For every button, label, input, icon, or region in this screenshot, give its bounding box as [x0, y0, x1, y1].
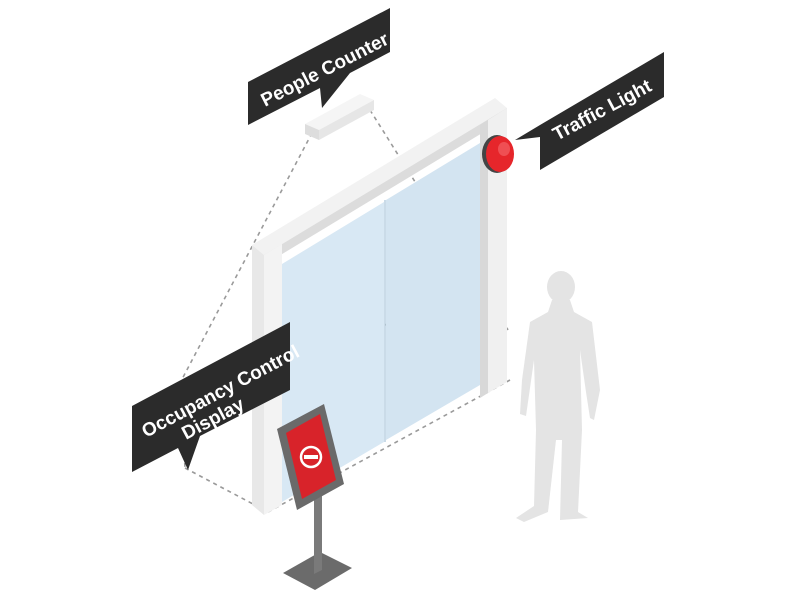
frame-top-underside	[264, 108, 507, 265]
callout-occupancy-display-bg	[132, 322, 290, 472]
callout-traffic-light: Traffic Light	[515, 52, 664, 170]
frame-right-post	[488, 108, 507, 393]
detection-line-floor-right	[267, 379, 511, 513]
frame-top-face	[252, 98, 507, 255]
person-silhouette	[516, 271, 600, 522]
detection-line-left	[179, 132, 313, 384]
no-entry-icon	[299, 445, 323, 469]
person-body	[516, 300, 600, 522]
sensor-front	[319, 100, 374, 140]
frame-right-inner	[480, 120, 488, 398]
callout-people-counter-bg	[248, 8, 390, 125]
occupancy-display-stand	[277, 404, 352, 590]
traffic-light-lamp	[482, 135, 514, 173]
glass-door-right	[386, 143, 480, 440]
callout-traffic-light-bg	[515, 52, 664, 170]
sensor-top	[305, 94, 374, 130]
people-counter-sensor	[305, 94, 374, 140]
person-head	[547, 271, 575, 303]
lamp-highlight	[498, 142, 510, 156]
stand-pole	[314, 496, 322, 574]
sensor-side	[305, 124, 319, 140]
